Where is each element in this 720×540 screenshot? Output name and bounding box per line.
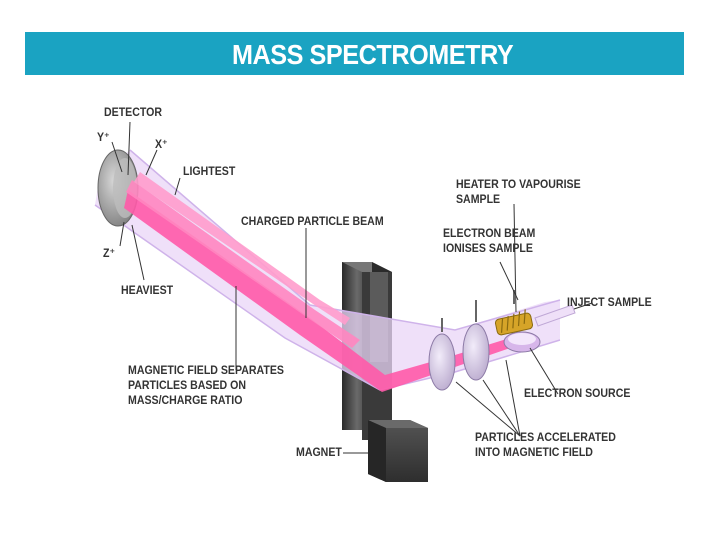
label-z-plus: Z⁺: [103, 248, 116, 260]
label-heaviest: HEAVIEST: [121, 285, 174, 297]
accelerator-plates: [428, 290, 515, 391]
leader-lines: [111, 121, 559, 454]
electron-source: [503, 331, 541, 353]
magnet-front: [368, 420, 428, 482]
label-particles-accelerated: PARTICLES ACCELERATED INTO MAGNETIC FIEL…: [475, 432, 616, 459]
label-electron-beam: ELECTRON BEAM IONISES SAMPLE: [443, 228, 536, 255]
label-lightest: LIGHTEST: [183, 166, 236, 178]
inject-tube: [534, 302, 593, 327]
label-heater: HEATER TO VAPOURISE SAMPLE: [456, 179, 581, 206]
label-electron-source: ELECTRON SOURCE: [524, 388, 631, 400]
label-inject-sample: INJECT SAMPLE: [567, 297, 652, 309]
heater-coil: [494, 309, 534, 336]
label-magnetic-field: MAGNETIC FIELD SEPARATES PARTICLES BASED…: [128, 365, 284, 407]
page-title: MASS SPECTROMETRY: [232, 39, 514, 70]
label-detector: DETECTOR: [104, 107, 163, 119]
label-y-plus: Y⁺: [97, 132, 110, 144]
title-bar: MASS SPECTROMETRY: [25, 32, 684, 75]
label-charged-particle-beam: CHARGED PARTICLE BEAM: [241, 216, 384, 228]
label-x-plus: X⁺: [155, 139, 168, 151]
particle-beam: [124, 172, 510, 392]
label-magnet: MAGNET: [296, 447, 342, 459]
